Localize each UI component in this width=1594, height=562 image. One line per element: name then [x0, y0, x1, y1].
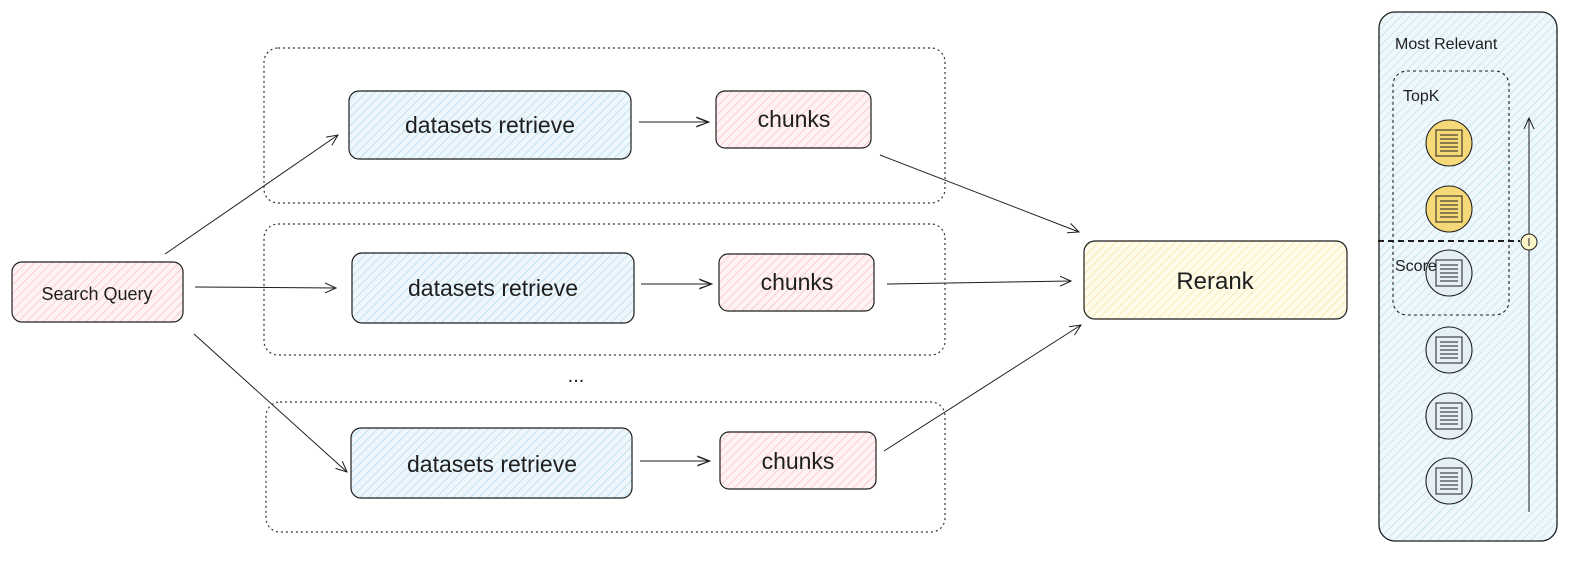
chunks-label-3: chunks	[762, 448, 835, 474]
retrieval-group-1	[263, 47, 946, 204]
arrow-query-to-retrieve-1	[164, 135, 338, 255]
document-icon	[1425, 326, 1473, 374]
search-query-node: Search Query	[11, 261, 184, 323]
rerank-node: Rerank	[1083, 240, 1348, 320]
search-query-label: Search Query	[41, 284, 152, 304]
chunks-node-1: chunks	[715, 90, 872, 149]
arrow-chunks-to-rerank-3	[883, 325, 1081, 452]
rerank-label: Rerank	[1176, 268, 1254, 295]
datasets-retrieve-node-1: datasets retrieve	[348, 90, 632, 160]
arrow-query-to-retrieve-3	[193, 333, 347, 472]
most-relevant-title: Most Relevant	[1395, 36, 1498, 53]
most-relevant-panel: Most Relevant TopK Score	[1378, 11, 1558, 542]
document-icon	[1425, 119, 1473, 167]
document-icon	[1425, 249, 1473, 297]
arrow-chunks-to-rerank-2	[886, 281, 1071, 284]
datasets-retrieve-label-1: datasets retrieve	[405, 112, 575, 138]
arrow-query-to-retrieve-2	[194, 287, 336, 288]
arrow-chunks-to-rerank-1	[879, 154, 1079, 232]
chunks-node-3: chunks	[719, 431, 877, 490]
retrieval-group-2	[263, 223, 946, 356]
document-icon	[1425, 392, 1473, 440]
datasets-retrieve-label-3: datasets retrieve	[407, 451, 577, 477]
document-icon	[1425, 457, 1473, 505]
datasets-retrieve-label-2: datasets retrieve	[408, 275, 578, 301]
datasets-retrieve-node-3: datasets retrieve	[350, 427, 633, 499]
chunks-node-2: chunks	[718, 253, 875, 312]
document-icon	[1425, 185, 1473, 233]
topk-group	[1392, 70, 1510, 316]
topk-label: TopK	[1403, 88, 1440, 105]
score-label: Score	[1395, 258, 1437, 275]
datasets-retrieve-node-2: datasets retrieve	[351, 252, 635, 324]
retrieval-group-3	[265, 401, 946, 533]
document-list	[1425, 119, 1473, 505]
chunks-label-1: chunks	[758, 106, 831, 132]
chunks-label-2: chunks	[761, 269, 834, 295]
more-rows-ellipsis: ...	[568, 365, 585, 387]
